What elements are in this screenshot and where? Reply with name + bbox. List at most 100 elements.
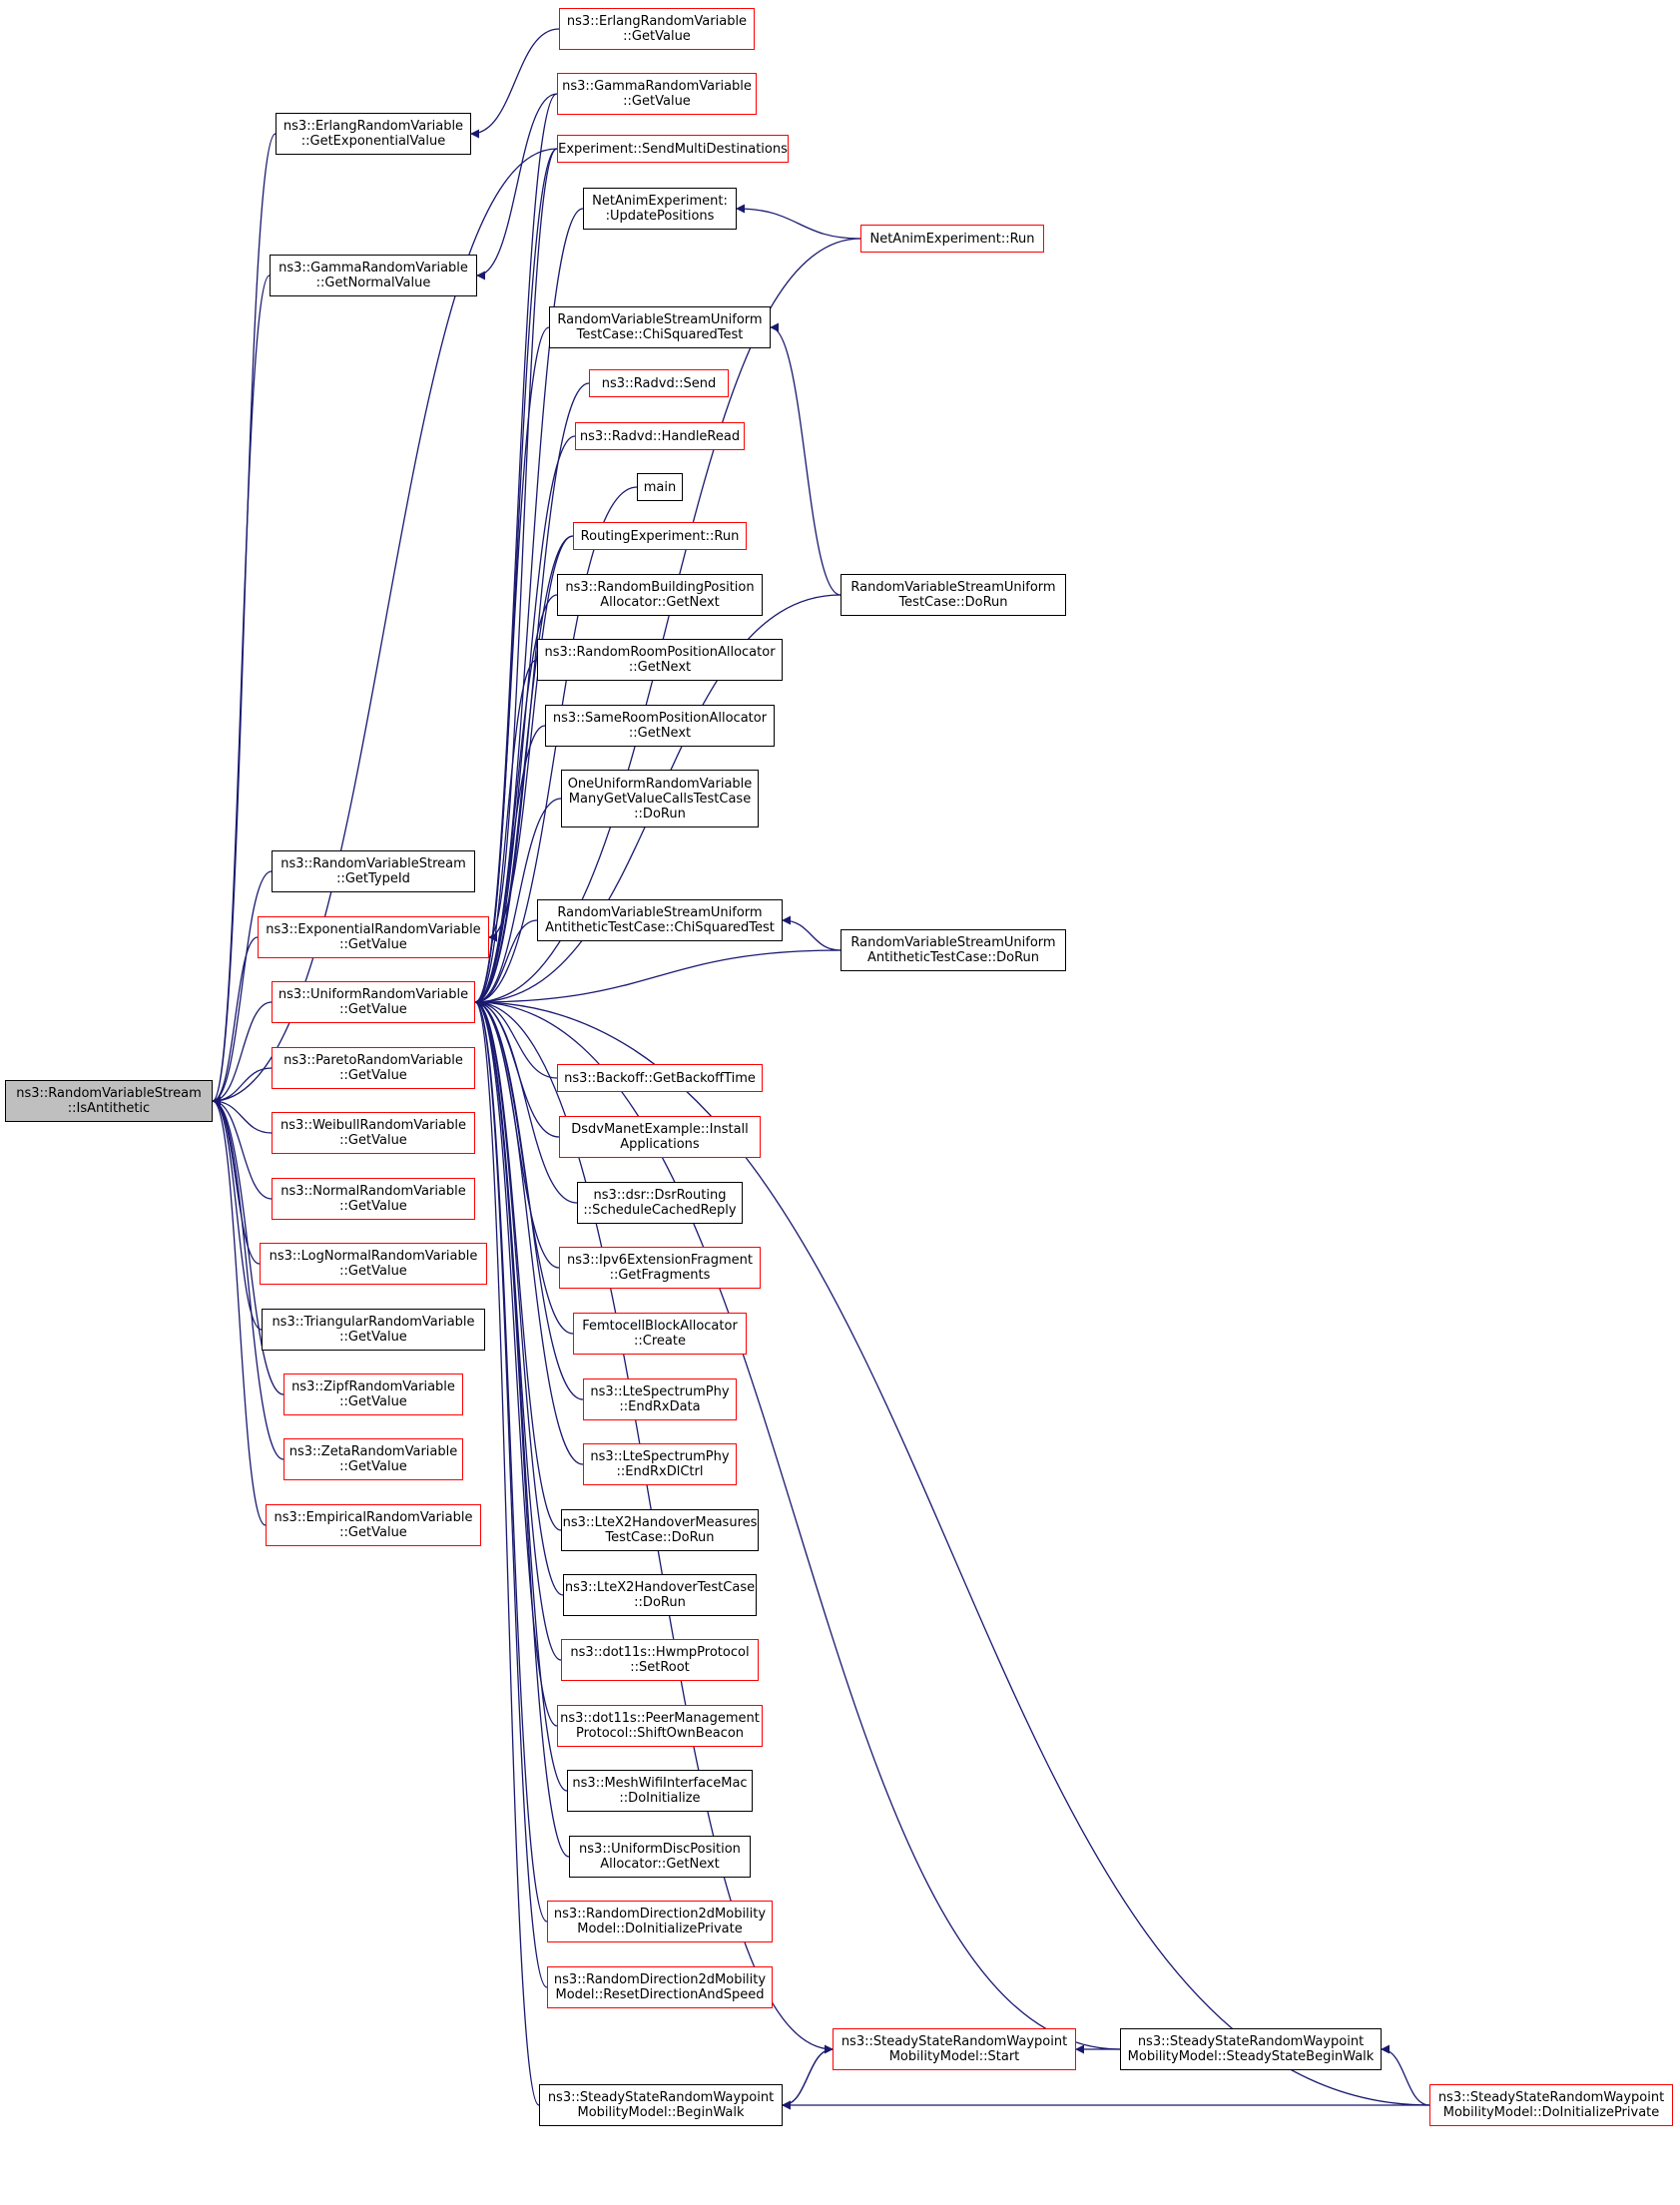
call-edge-ssrw_start-to-ssrw_beginwalk (782, 2048, 834, 2110)
node-label-line: ns3::GammaRandomVariable (279, 261, 468, 276)
call-edge-netanim_run-to-uniform_getvalue (474, 238, 861, 1007)
call-edge-lte_endrxdata-to-uniform_getvalue (474, 997, 584, 1400)
node-label-line: ::GetValue (339, 1264, 407, 1279)
node-label-line: ns3::ZetaRandomVariable (288, 1444, 458, 1459)
node-label-line: RandomVariableStreamUniform (850, 580, 1056, 595)
node-label-line: Allocator::GetNext (600, 595, 720, 610)
graph-node-hwmp_setroot[interactable]: ns3::dot11s::HwmpProtocol::SetRoot (561, 1639, 759, 1681)
node-label-line: ::SetRoot (630, 1660, 690, 1675)
graph-node-lte_endrxdlctrl[interactable]: ns3::LteSpectrumPhy::EndRxDlCtrl (583, 1443, 737, 1485)
node-label-line: ::GetNext (628, 660, 692, 675)
graph-node-netanim_update[interactable]: NetAnimExperiment::UpdatePositions (583, 188, 737, 230)
node-label-line: ns3::dot11s::PeerManagement (560, 1711, 760, 1726)
graph-node-rrpa_getnext[interactable]: ns3::RandomRoomPositionAllocator::GetNex… (537, 639, 783, 681)
graph-node-normal_getvalue[interactable]: ns3::NormalRandomVariable::GetValue (272, 1178, 475, 1220)
graph-node-weibull_getvalue[interactable]: ns3::WeibullRandomVariable::GetValue (272, 1112, 475, 1154)
node-label-line: ::Create (634, 1334, 686, 1349)
node-label-line: ns3::RandomVariableStream (280, 856, 466, 871)
graph-node-pareto_getvalue[interactable]: ns3::ParetoRandomVariable::GetValue (272, 1047, 475, 1089)
node-label-line: ns3::ErlangRandomVariable (282, 119, 464, 134)
graph-node-rvs_gettypeid[interactable]: ns3::RandomVariableStream::GetTypeId (272, 850, 475, 892)
call-edge-rrpa_getnext-to-uniform_getvalue (474, 659, 538, 1007)
graph-node-zipf_getvalue[interactable]: ns3::ZipfRandomVariable::GetValue (283, 1374, 463, 1415)
node-label-line: ::EndRxData (619, 1399, 701, 1414)
graph-node-zeta_getvalue[interactable]: ns3::ZetaRandomVariable::GetValue (283, 1438, 463, 1480)
graph-node-lte_endrxdata[interactable]: ns3::LteSpectrumPhy::EndRxData (583, 1378, 737, 1420)
node-label-line: ns3::ParetoRandomVariable (283, 1053, 463, 1068)
call-edge-udpa_getnext-to-uniform_getvalue (474, 997, 570, 1858)
node-label-line: MobilityModel::BeginWalk (577, 2105, 745, 2120)
call-edge-gamma_getvalue-to-gamma_getnormal (476, 93, 558, 280)
node-label-line: ::GetNormalValue (315, 276, 431, 290)
graph-node-radvd_handleread[interactable]: ns3::Radvd::HandleRead (575, 422, 745, 450)
node-label-line: ns3::LteX2HandoverMeasures (562, 1515, 758, 1530)
graph-node-radvd_send[interactable]: ns3::Radvd::Send (589, 369, 729, 397)
call-edge-triangular_getvalue-to-root (212, 1096, 263, 1331)
node-label-line: ::GetNext (628, 726, 692, 741)
node-label-line: MobilityModel::Start (888, 2049, 1020, 2064)
call-edge-netanim_run-to-netanim_update (736, 204, 861, 240)
graph-node-erlang_getvalue[interactable]: ns3::ErlangRandomVariable::GetValue (559, 8, 755, 50)
graph-node-erlang_getexp[interactable]: ns3::ErlangRandomVariable::GetExponentia… (276, 113, 471, 155)
graph-node-main[interactable]: main (637, 473, 683, 501)
node-label-line: FemtocellBlockAllocator (582, 1319, 738, 1334)
node-label-line: ns3::SteadyStateRandomWaypoint (840, 2034, 1068, 2049)
call-edge-zipf_getvalue-to-root (212, 1096, 284, 1395)
call-edge-lte_endrxdlctrl-to-uniform_getvalue (474, 997, 584, 1465)
graph-node-exp_getvalue[interactable]: ns3::ExponentialRandomVariable::GetValue (258, 916, 489, 958)
graph-node-ipv6frag[interactable]: ns3::Ipv6ExtensionFragment::GetFragments (559, 1247, 761, 1289)
node-label-line: OneUniformRandomVariable (567, 776, 753, 792)
graph-node-lognormal_getvalue[interactable]: ns3::LogNormalRandomVariable::GetValue (260, 1243, 487, 1285)
node-label-line: ns3::Radvd::Send (601, 375, 717, 391)
graph-node-exp_sendmulti[interactable]: Experiment::SendMultiDestinations (557, 135, 789, 163)
call-edge-rvsua_dorun-to-uniform_getvalue (474, 949, 841, 1007)
node-label-line: TestCase::DoRun (605, 1530, 715, 1545)
node-label-line: ::DoRun (634, 806, 686, 822)
graph-node-gamma_getnormal[interactable]: ns3::GammaRandomVariable::GetNormalValue (270, 255, 477, 296)
node-label-line: AntitheticTestCase::DoRun (866, 950, 1040, 965)
node-label-line: ManyGetValueCallsTestCase (568, 791, 752, 807)
node-label-line: RandomVariableStreamUniform (557, 312, 763, 327)
graph-node-uniform_getvalue[interactable]: ns3::UniformRandomVariable::GetValue (272, 981, 475, 1023)
graph-node-srpa_getnext[interactable]: ns3::SameRoomPositionAllocator::GetNext (545, 705, 775, 747)
graph-node-backoff[interactable]: ns3::Backoff::GetBackoffTime (557, 1064, 763, 1092)
graph-node-gamma_getvalue[interactable]: ns3::GammaRandomVariable::GetValue (557, 73, 757, 115)
graph-node-dsr_schedule[interactable]: ns3::dsr::DsrRouting::ScheduleCachedRepl… (577, 1182, 743, 1224)
node-label-line: :UpdatePositions (605, 209, 715, 224)
call-edge-erlang_getvalue-to-erlang_getexp (470, 28, 560, 139)
graph-node-empirical_getvalue[interactable]: ns3::EmpiricalRandomVariable::GetValue (266, 1504, 481, 1546)
graph-node-routing_run[interactable]: RoutingExperiment::Run (573, 522, 747, 550)
graph-node-triangular_getvalue[interactable]: ns3::TriangularRandomVariable::GetValue (262, 1309, 485, 1351)
call-edge-exp_sendmulti-to-root (212, 148, 558, 1106)
graph-node-femto_create[interactable]: FemtocellBlockAllocator::Create (573, 1313, 747, 1355)
node-label-line: ns3::RandomVariableStream (16, 1086, 202, 1101)
node-label-line: TestCase::DoRun (898, 595, 1008, 610)
node-label-line: ::DoRun (634, 1595, 686, 1610)
graph-node-meshwifi_init[interactable]: ns3::MeshWifiInterfaceMac::DoInitialize (567, 1770, 753, 1812)
call-edge-gamma_getnormal-to-root (212, 275, 271, 1106)
node-label-line: ns3::WeibullRandomVariable (280, 1118, 466, 1133)
node-label-line: ::GetValue (339, 1459, 407, 1474)
graph-node-ltex2_handover[interactable]: ns3::LteX2HandoverTestCase::DoRun (563, 1574, 757, 1616)
node-label-line: ns3::dsr::DsrRouting (593, 1188, 727, 1203)
node-label-line: Experiment::SendMultiDestinations (558, 141, 788, 157)
node-label-line: main (643, 479, 677, 495)
graph-node-netanim_run[interactable]: NetAnimExperiment::Run (860, 225, 1044, 253)
call-edge-zeta_getvalue-to-root (212, 1096, 284, 1460)
